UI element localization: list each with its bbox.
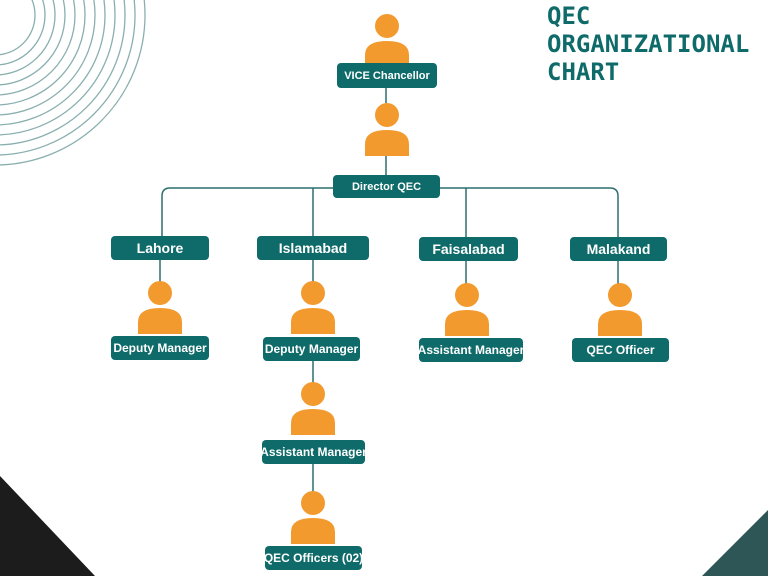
malakand-qec-officer-box: QEC Officer xyxy=(572,338,669,362)
lahore-deputy-manager-box: Deputy Manager xyxy=(111,336,209,360)
campus-islamabad-box: Islamabad xyxy=(257,236,369,260)
chart-title: QEC ORGANIZATIONAL CHART xyxy=(547,2,749,86)
campus-malakand-box: Malakand xyxy=(570,237,667,261)
person-icon xyxy=(598,283,642,336)
title-line-3: CHART xyxy=(547,58,620,86)
faisalabad-assistant-manager-box: Assistant Manager xyxy=(418,338,524,362)
person-icon xyxy=(365,103,409,156)
person-icon xyxy=(291,281,335,334)
person-icon xyxy=(138,281,182,334)
campus-lahore-box: Lahore xyxy=(111,236,209,260)
corner-decoration-left xyxy=(0,476,95,576)
person-icon xyxy=(291,491,335,544)
director-qec-box: Director QEC xyxy=(333,175,440,198)
title-line-1: QEC xyxy=(547,2,591,30)
decorative-arcs xyxy=(0,0,146,166)
islamabad-assistant-manager-box: Assistant Manager xyxy=(260,440,367,464)
person-icon xyxy=(365,14,409,67)
campus-faisalabad-box: Faisalabad xyxy=(419,237,518,261)
corner-decoration-right xyxy=(702,510,768,576)
islamabad-qec-officers-box: QEC Officers (02) xyxy=(264,546,363,570)
islamabad-deputy-manager-box: Deputy Manager xyxy=(263,337,360,361)
person-icon xyxy=(291,382,335,435)
person-icon xyxy=(445,283,489,336)
vice-chancellor-box: VICE Chancellor xyxy=(337,63,437,88)
title-line-2: ORGANIZATIONAL xyxy=(547,30,750,58)
